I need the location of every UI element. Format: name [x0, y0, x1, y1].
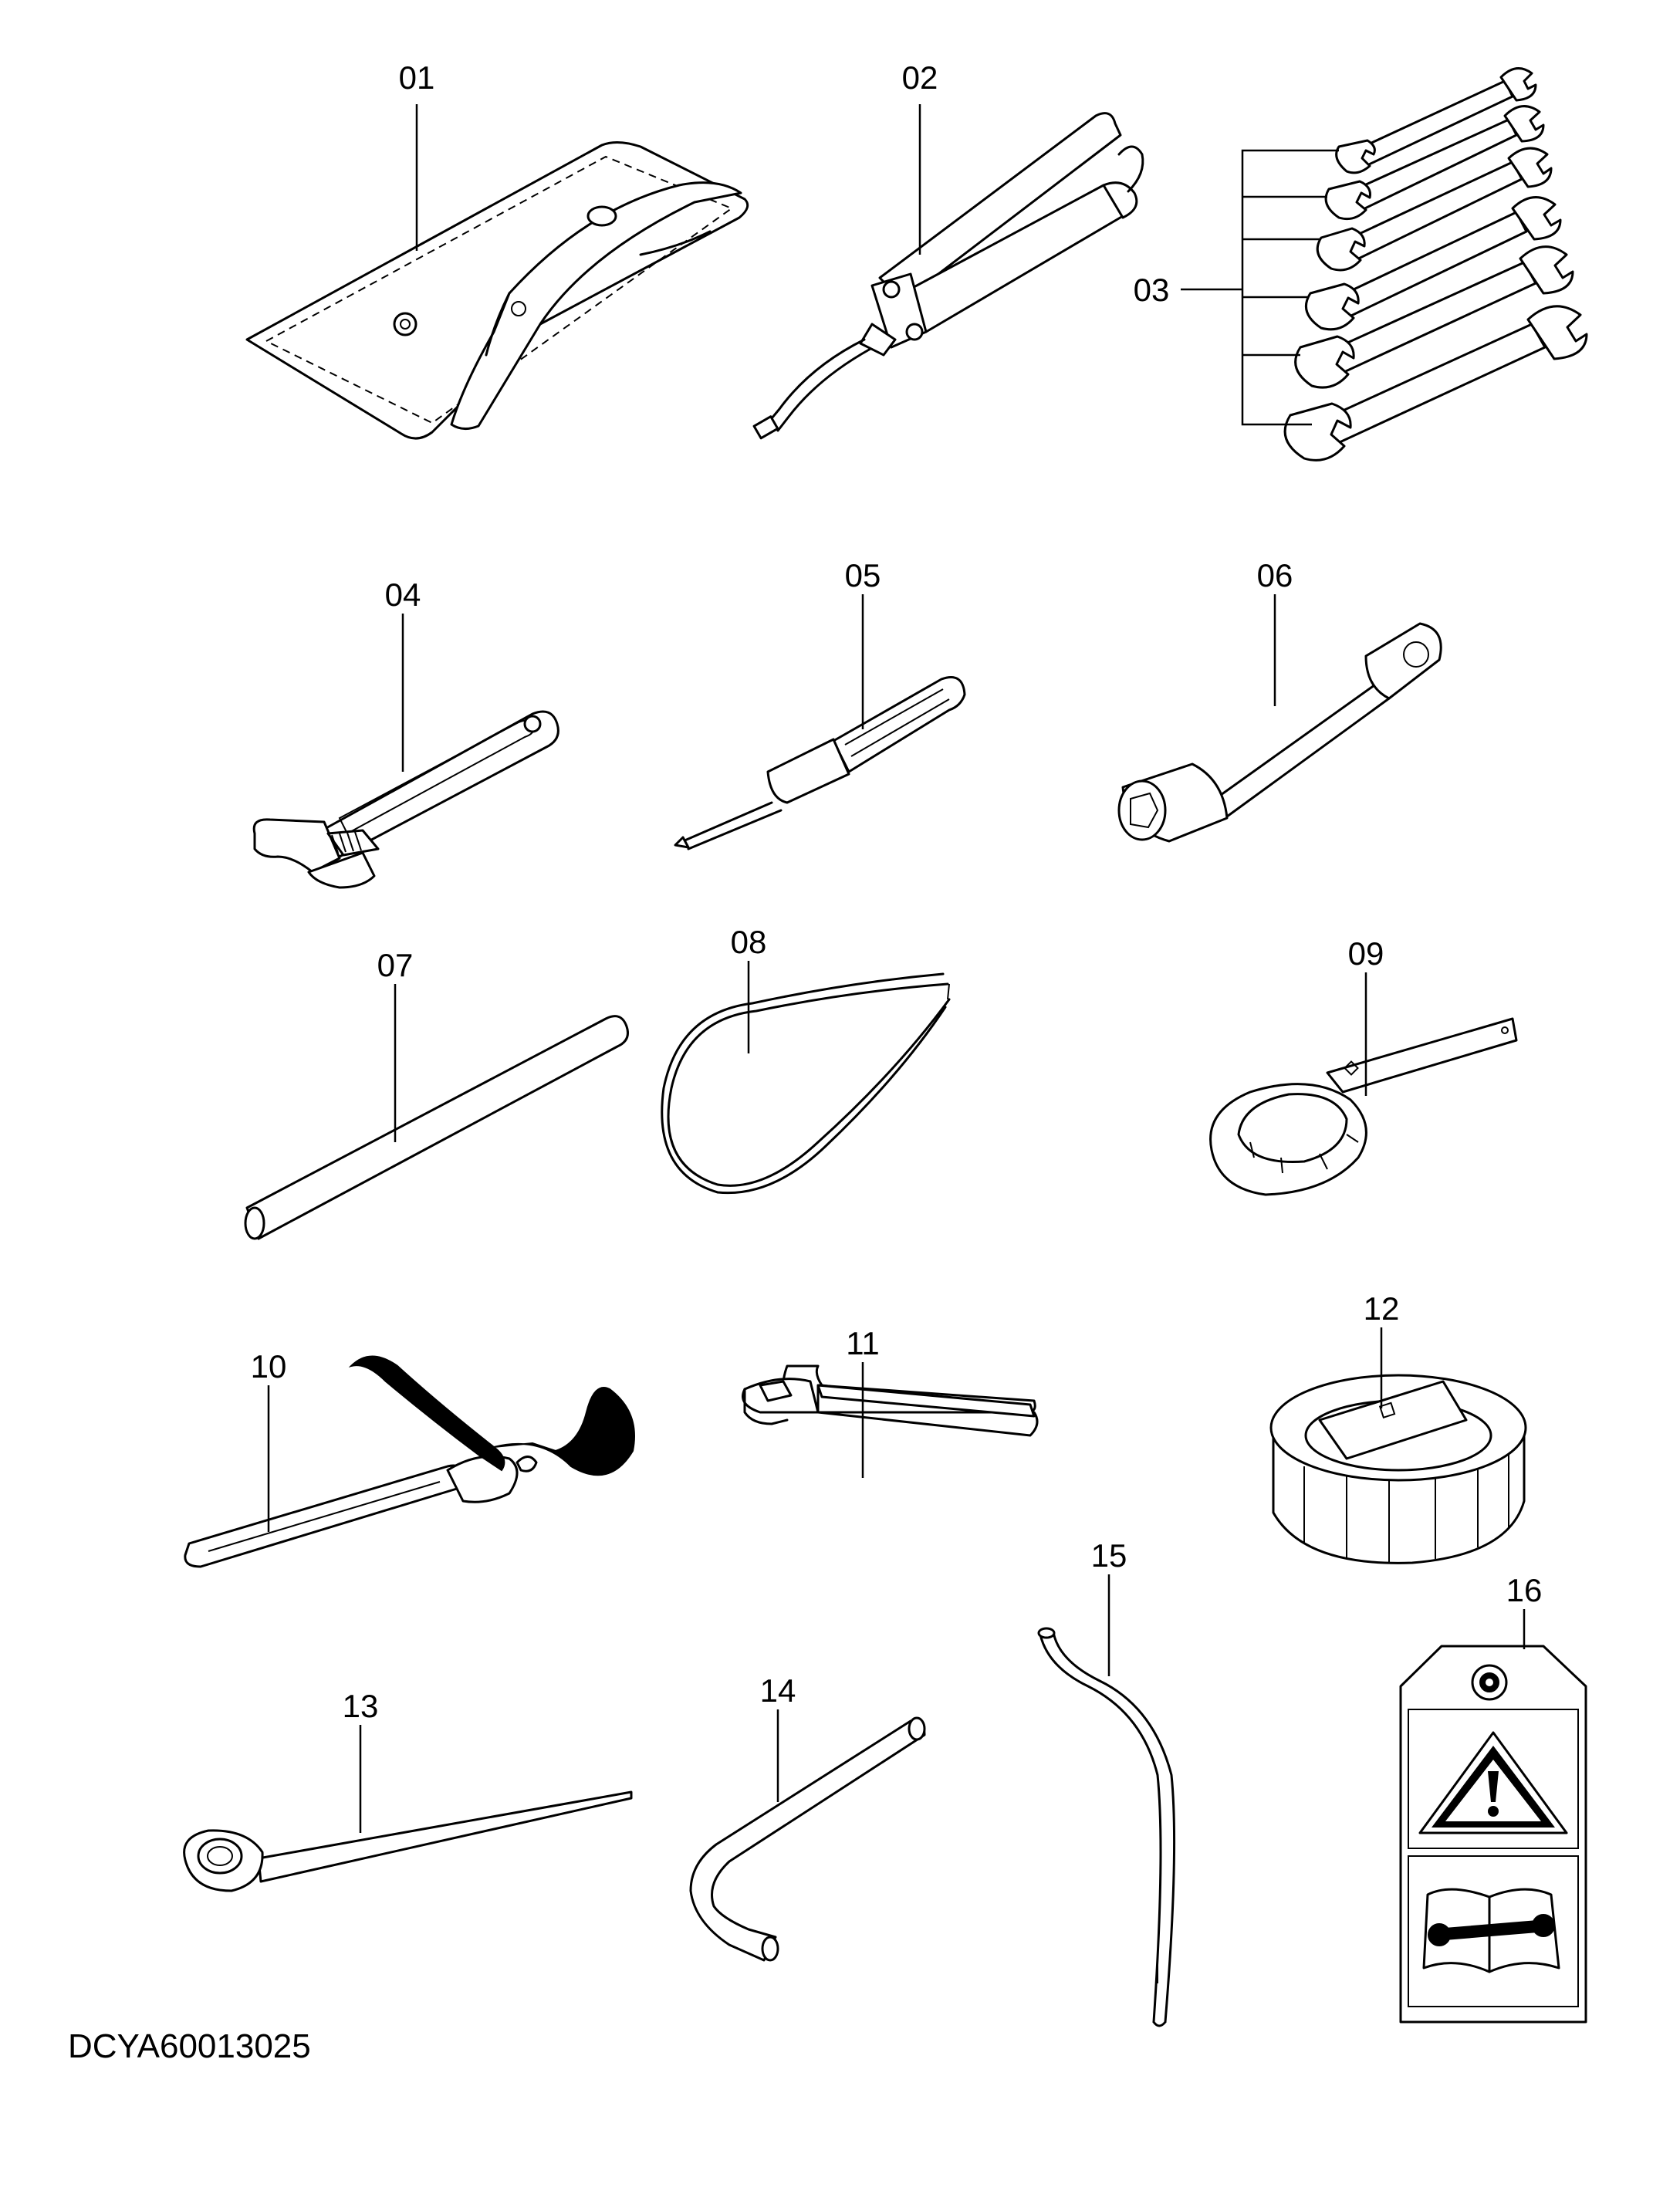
callout-10: 10	[251, 1348, 287, 1385]
spanner-1-icon	[1335, 67, 1537, 174]
ring-spanner-icon	[183, 1790, 633, 1892]
tool-bag-icon	[245, 141, 749, 440]
callout-16: 16	[1506, 1572, 1543, 1608]
screwdriver-icon	[674, 676, 966, 850]
bent-rod-icon	[1037, 1627, 1176, 2027]
filter-cap-wrench-icon	[1269, 1374, 1527, 1564]
spanner-set-icon	[1181, 67, 1588, 462]
strap-wrench-icon	[184, 1355, 635, 1568]
warning-tag-icon	[1399, 1645, 1587, 2024]
filter-ring-spanner-icon	[1209, 1017, 1518, 1196]
callout-13: 13	[343, 1688, 379, 1724]
callout-09: 09	[1348, 935, 1384, 972]
grease-gun-icon	[752, 112, 1144, 440]
spanner-2-icon	[1324, 105, 1545, 221]
callout-06: 06	[1257, 557, 1293, 593]
callout-12: 12	[1364, 1290, 1400, 1327]
callout-04: 04	[385, 576, 421, 613]
ratchet-handle-icon	[742, 1364, 1039, 1437]
drawing-code: DCYA60013025	[68, 2027, 311, 2065]
callout-05: 05	[845, 557, 881, 593]
callout-08: 08	[731, 924, 767, 960]
callout-labels: 01 02 03 04 05 06 07 08 09 10 11 12 13 1…	[251, 59, 1543, 1724]
cable-loop-icon	[661, 972, 951, 1195]
allen-key-icon	[689, 1716, 926, 1962]
tommy-bar-icon	[244, 1015, 629, 1240]
box-spanner-icon	[1117, 622, 1442, 843]
spanner-3-icon	[1316, 147, 1553, 272]
adjustable-wrench-icon	[252, 710, 559, 889]
spanner-4-icon	[1304, 196, 1562, 331]
callout-11: 11	[846, 1325, 880, 1361]
spanner-6-icon	[1283, 305, 1588, 462]
callout-14: 14	[760, 1672, 796, 1709]
callout-15: 15	[1091, 1537, 1127, 1574]
callout-03: 03	[1134, 272, 1170, 308]
spanner-5-icon	[1294, 245, 1574, 389]
callout-02: 02	[902, 59, 938, 96]
callout-07: 07	[377, 947, 414, 983]
leader-lines	[267, 104, 1526, 1833]
callout-01: 01	[399, 59, 435, 96]
